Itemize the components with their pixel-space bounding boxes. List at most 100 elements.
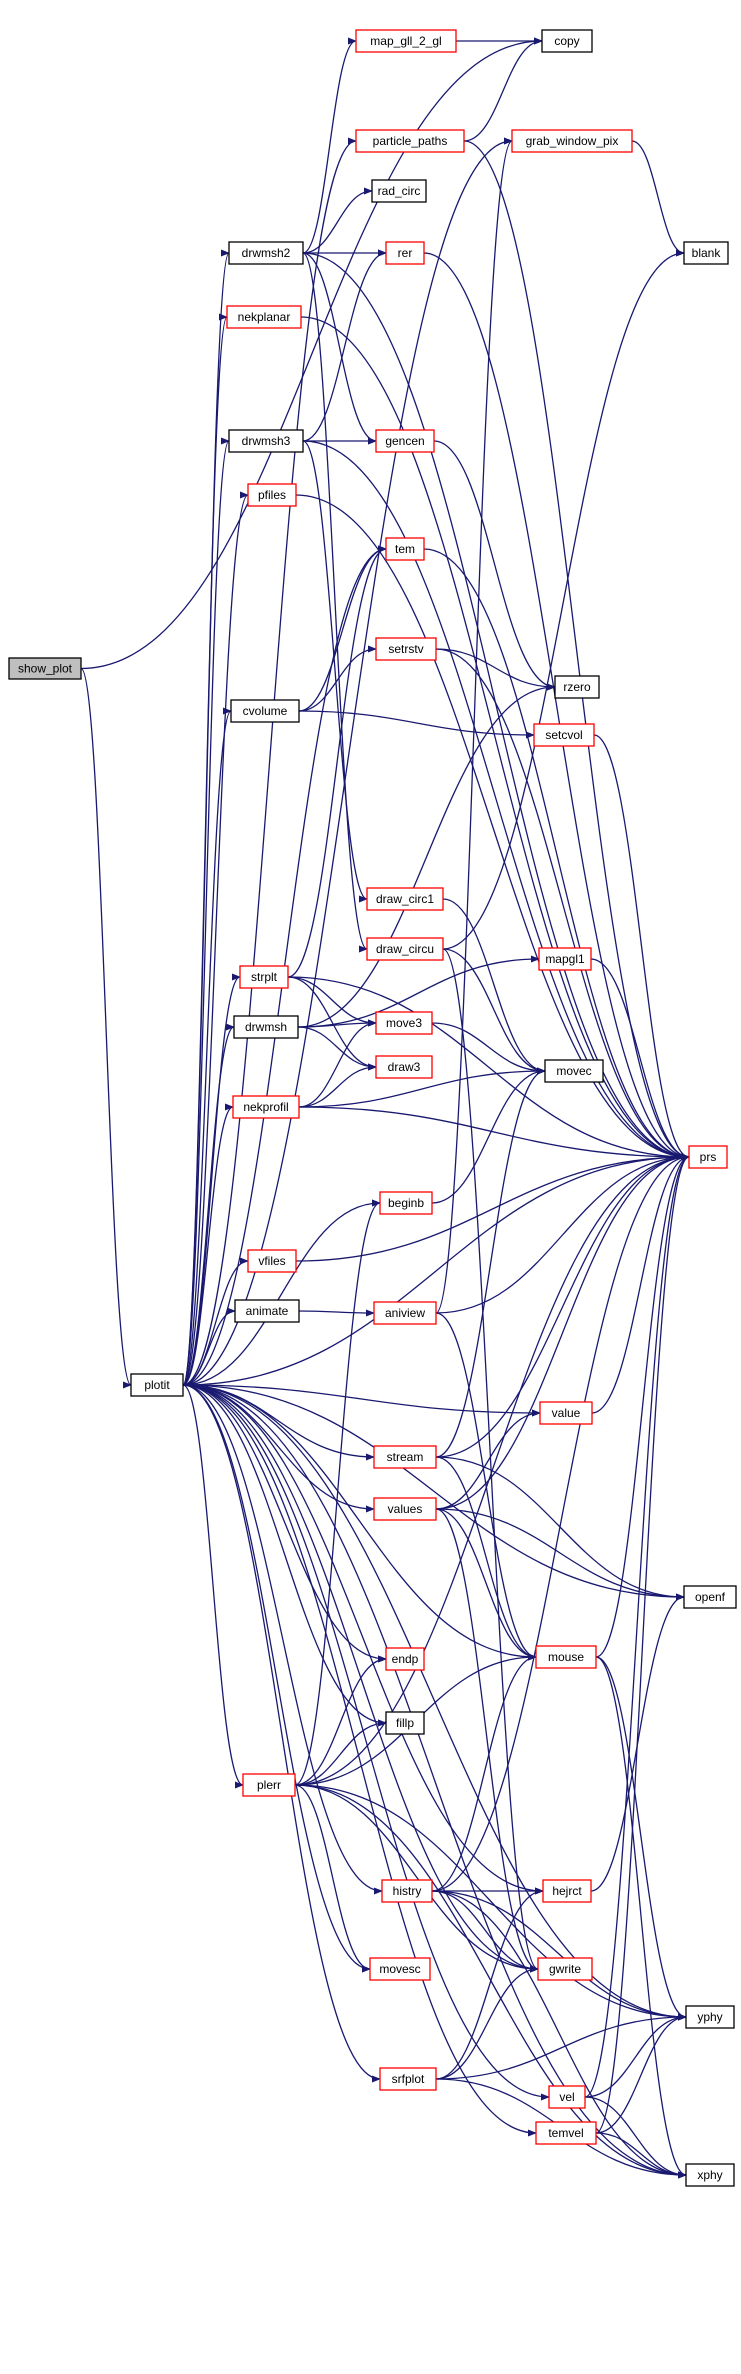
node-aniview[interactable]: aniview [373,1301,437,1325]
node-xphy[interactable]: xphy [685,2163,735,2187]
node-openf-box [683,1585,737,1609]
edge-plotit-to-value [182,1384,541,1417]
node-setrstv-box [375,637,437,661]
node-gwrite[interactable]: gwrite [537,1957,593,1981]
node-show_plot-label: show_plot [18,662,73,676]
node-draw3-label: draw3 [388,1060,421,1074]
edge-plotit-to-plerr [182,1384,244,1789]
node-move3[interactable]: move3 [375,1011,433,1035]
edge-strplt-to-tem [287,545,387,978]
node-rzero-label: rzero [563,680,591,694]
node-pfiles[interactable]: pfiles [247,483,297,507]
node-gencen[interactable]: gencen [375,429,435,453]
node-hejrct[interactable]: hejrct [542,1879,592,1903]
node-move3-box [375,1011,433,1035]
node-drwmsh-box [233,1015,299,1039]
node-animate[interactable]: animate [234,1299,300,1323]
node-openf-label: openf [695,1590,726,1604]
node-plerr[interactable]: plerr [242,1773,296,1797]
edge-drwmsh-to-draw3 [297,1026,377,1071]
node-stream-label: stream [387,1450,424,1464]
node-temvel[interactable]: temvel [535,2121,597,2145]
edge-mouse-to-prs [595,1153,690,1658]
node-drwmsh[interactable]: drwmsh [233,1015,299,1039]
node-movesc[interactable]: movesc [369,1957,431,1981]
node-histry[interactable]: histry [381,1879,433,1903]
edge-srfplot-to-gwrite [435,1965,539,2080]
node-pfiles-label: pfiles [258,488,286,502]
node-movec[interactable]: movec [544,1059,604,1083]
node-drwmsh3[interactable]: drwmsh3 [228,429,304,453]
node-nekplanar-label: nekplanar [238,310,291,324]
node-strplt-box [239,965,289,989]
node-nekprofil[interactable]: nekprofil [232,1095,300,1119]
node-show_plot[interactable]: show_plot [8,657,82,680]
node-draw_circu[interactable]: draw_circu [366,937,444,961]
node-movesc-label: movesc [379,1962,420,1976]
node-tem-box [385,537,425,561]
node-stream[interactable]: stream [373,1445,437,1469]
node-beginb[interactable]: beginb [379,1191,433,1215]
node-plotit[interactable]: plotit [130,1373,184,1397]
edge-values-to-mouse [435,1508,537,1661]
node-movesc-box [369,1957,431,1981]
node-yphy[interactable]: yphy [685,2005,735,2029]
node-draw_circ1[interactable]: draw_circ1 [366,887,444,911]
node-tem[interactable]: tem [385,537,425,561]
node-blank-box [683,241,729,265]
node-strplt[interactable]: strplt [239,965,289,989]
edge-plerr-to-beginb [294,1199,381,1786]
node-nekplanar[interactable]: nekplanar [226,305,302,329]
node-copy[interactable]: copy [541,29,593,53]
node-vfiles[interactable]: vfiles [247,1249,297,1273]
edge-pfiles-to-prs [295,494,690,1161]
edge-plerr-to-prs [294,1153,690,1786]
node-cvolume[interactable]: cvolume [230,699,300,723]
node-fillp[interactable]: fillp [385,1711,425,1735]
edge-particle_paths-to-prs [463,140,690,1161]
node-mapgl1-label: mapgl1 [545,952,585,966]
node-drwmsh2[interactable]: drwmsh2 [228,241,304,265]
node-grab_window_pix-box [511,129,633,153]
node-prs[interactable]: prs [688,1145,728,1169]
node-rad_circ[interactable]: rad_circ [371,179,427,203]
edge-drwmsh3-to-draw_circ1 [302,440,368,903]
node-yphy-box [685,2005,735,2029]
node-drwmsh-label: drwmsh [245,1020,287,1034]
node-hejrct-box [542,1879,592,1903]
edge-cvolume-to-setrstv [298,645,377,712]
node-values[interactable]: values [373,1497,437,1521]
node-value-label: value [552,1406,581,1420]
node-vel-label: vel [559,2090,574,2104]
node-setrstv[interactable]: setrstv [375,637,437,661]
edge-plotit-to-gwrite [182,1384,539,1973]
node-openf[interactable]: openf [683,1585,737,1609]
node-grab_window_pix[interactable]: grab_window_pix [511,129,633,153]
edge-plotit-to-nekprofil [182,1103,234,1386]
node-mapgl1-box [538,947,592,971]
node-setcvol[interactable]: setcvol [533,723,595,747]
node-mapgl1[interactable]: mapgl1 [538,947,592,971]
node-draw3[interactable]: draw3 [375,1055,433,1079]
node-map_gll_2_gl[interactable]: map_gll_2_gl [355,29,457,53]
node-endp[interactable]: endp [385,1647,425,1671]
edge-plotit-to-nekplanar [182,313,228,1386]
node-gencen-label: gencen [385,434,424,448]
node-vel[interactable]: vel [548,2085,586,2109]
node-nekprofil-label: nekprofil [243,1100,288,1114]
node-rad_circ-box [371,179,427,203]
node-map_gll_2_gl-box [355,29,457,53]
node-fillp-box [385,1711,425,1735]
node-value[interactable]: value [539,1401,593,1425]
node-rzero[interactable]: rzero [554,675,600,699]
node-rer[interactable]: rer [385,241,425,265]
node-mouse[interactable]: mouse [535,1645,597,1669]
node-plerr-box [242,1773,296,1797]
node-blank[interactable]: blank [683,241,729,265]
node-srfplot[interactable]: srfplot [379,2067,437,2091]
node-prs-label: prs [700,1150,717,1164]
edge-nekprofil-to-movec [298,1067,546,1108]
node-particle_paths[interactable]: particle_paths [355,129,465,153]
edge-drwmsh3-to-rer [302,249,387,442]
edge-srfplot-to-yphy [435,2013,687,2080]
